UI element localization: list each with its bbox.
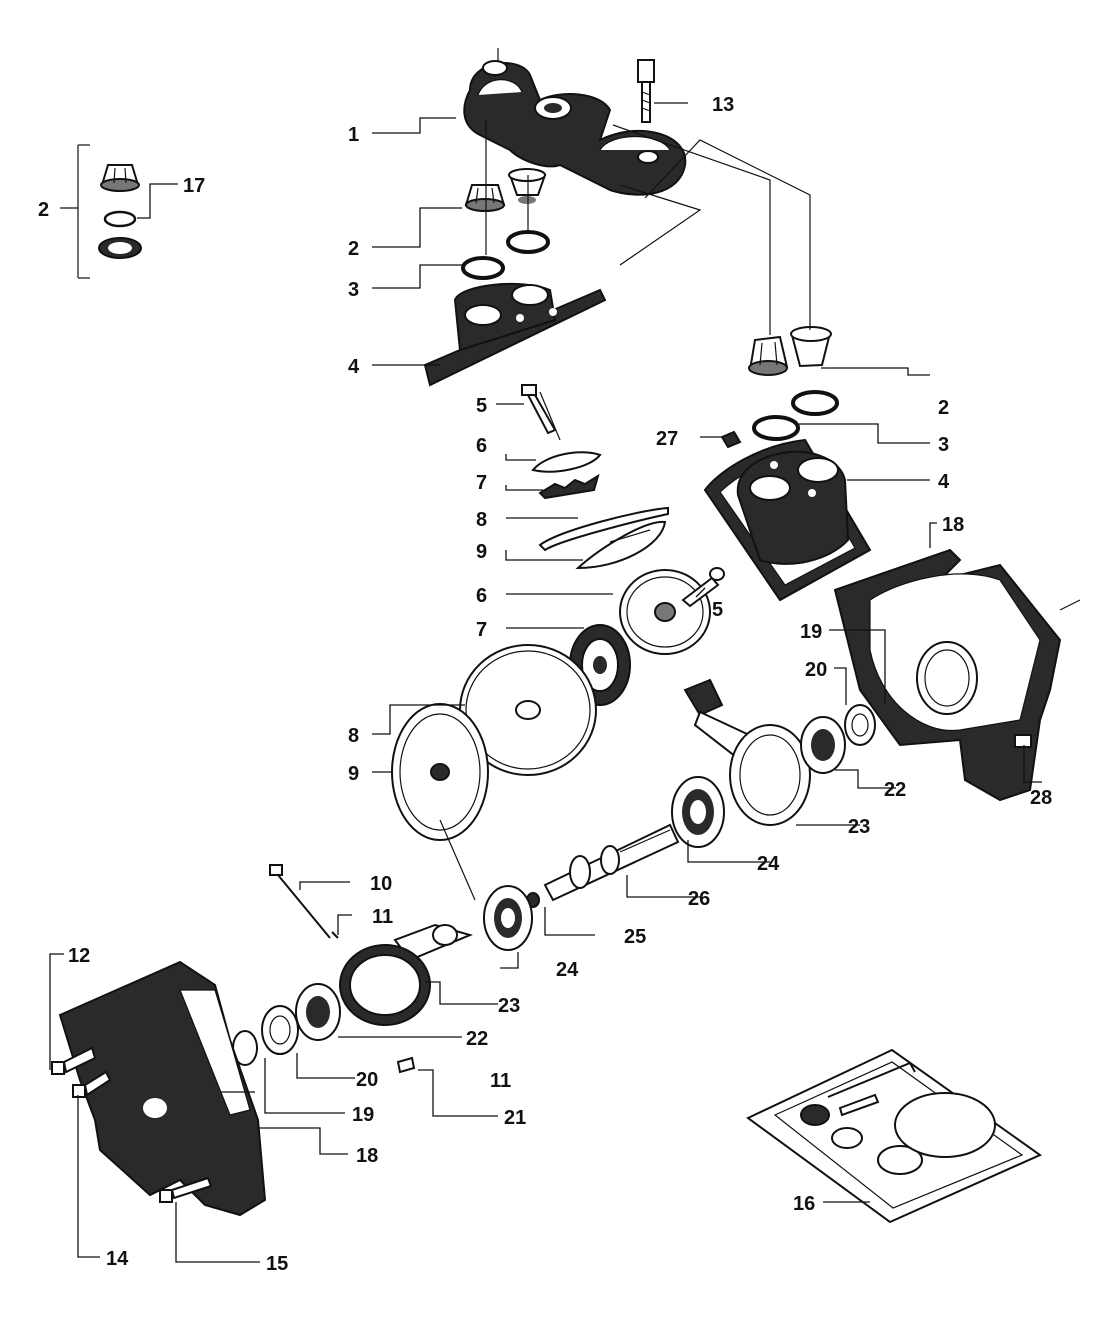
callout-21: 21 xyxy=(504,1107,526,1129)
leader-lines xyxy=(49,102,1042,1263)
callout-22: 22 xyxy=(466,1028,488,1050)
callout-11: 11 xyxy=(490,1070,511,1092)
callout-13: 13 xyxy=(712,94,734,116)
callout-5: 5 xyxy=(712,599,723,621)
callout-6: 6 xyxy=(476,435,487,457)
screw-12-part xyxy=(51,1046,97,1075)
callout-16: 16 xyxy=(793,1193,815,1215)
screw-14-part xyxy=(72,1070,112,1098)
bearing-left-22-part xyxy=(295,983,341,1041)
diaphragm-stack-upper-part xyxy=(531,451,669,570)
valve-right-part xyxy=(748,326,839,441)
diaphragm-bolt-upper-part xyxy=(521,384,557,435)
callout-4: 4 xyxy=(938,471,950,493)
bearing-24-upper-part xyxy=(671,776,725,848)
callout-8: 8 xyxy=(476,509,487,531)
callout-23: 23 xyxy=(498,995,520,1017)
callout-22: 22 xyxy=(884,779,906,801)
pump-head-part xyxy=(463,48,687,196)
callout-23: 23 xyxy=(848,816,870,838)
pin-11-lower-part xyxy=(396,1056,416,1074)
assembly-lines xyxy=(439,120,1081,901)
callout-14: 14 xyxy=(106,1248,129,1270)
callout-7: 7 xyxy=(476,619,487,641)
repair-kit-part xyxy=(746,1048,1043,1224)
inset-valve-assembly xyxy=(77,144,142,279)
callout-2: 2 xyxy=(348,238,359,260)
callout-9: 9 xyxy=(476,541,487,563)
callout-20: 20 xyxy=(356,1069,378,1091)
pin-11-upper-part xyxy=(331,931,339,939)
crankcase-right-part xyxy=(833,548,1062,802)
crankcase-left-part xyxy=(58,960,267,1217)
backing-plate-part xyxy=(391,703,489,841)
callout-2: 2 xyxy=(38,199,49,221)
callout-24: 24 xyxy=(556,959,579,981)
callout-26: 26 xyxy=(688,888,710,910)
callout-25: 25 xyxy=(624,926,646,948)
callout-27: 27 xyxy=(656,428,678,450)
callout-7: 7 xyxy=(476,472,487,494)
valve-left-part xyxy=(461,168,550,280)
callout-6: 6 xyxy=(476,585,487,607)
bearing-right-22-part xyxy=(800,716,846,774)
connecting-rod-right-part xyxy=(683,678,811,826)
connecting-rod-left-part xyxy=(339,923,474,1026)
callout-5: 5 xyxy=(476,395,487,417)
callout-20: 20 xyxy=(805,659,827,681)
callout-3: 3 xyxy=(348,279,359,301)
long-bolt-part xyxy=(269,864,331,939)
bearing-24-lower-part xyxy=(483,885,533,951)
callout-24: 24 xyxy=(757,853,780,875)
valve-plate-left-part xyxy=(423,282,607,387)
callout-18: 18 xyxy=(356,1145,378,1167)
callout-3: 3 xyxy=(938,434,949,456)
callout-17: 17 xyxy=(183,175,205,197)
seal-right-20-part xyxy=(844,704,876,746)
callout-11: 11 xyxy=(372,906,393,928)
callout-12: 12 xyxy=(68,945,90,967)
callout-19: 19 xyxy=(352,1104,374,1126)
crankshaft-part xyxy=(543,823,680,902)
head-bolt-part xyxy=(637,59,655,123)
cage-ring-part xyxy=(569,624,631,706)
diaphragm-large-part xyxy=(459,644,597,776)
diaphragm-disk-part xyxy=(619,567,725,655)
seal-left-20-part xyxy=(261,1005,299,1055)
callout-15: 15 xyxy=(266,1253,288,1275)
screw-15-part xyxy=(159,1176,213,1203)
callout-19: 19 xyxy=(800,621,822,643)
callout-1: 1 xyxy=(348,124,359,146)
callout-10: 10 xyxy=(370,873,392,895)
callout-18: 18 xyxy=(942,514,964,536)
callout-labels: 1 2 2 2 3 3 4 4 5 5 6 6 7 7 8 8 9 9 10 1… xyxy=(38,94,1052,1275)
callout-28: 28 xyxy=(1030,787,1052,809)
callout-4: 4 xyxy=(348,356,360,378)
callout-8: 8 xyxy=(348,725,359,747)
callout-9: 9 xyxy=(348,763,359,785)
callout-2: 2 xyxy=(938,397,949,419)
valve-plate-right-part xyxy=(703,430,872,602)
